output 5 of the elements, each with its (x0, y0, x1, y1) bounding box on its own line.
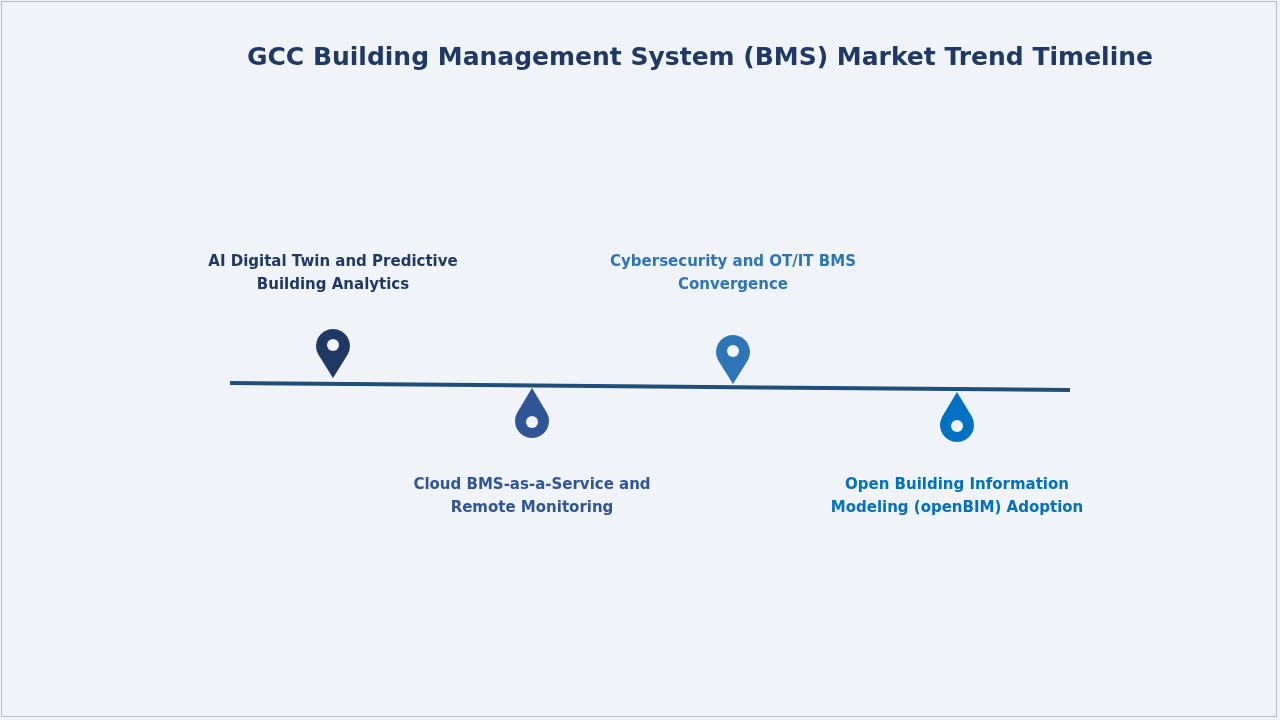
milestone-label: Cloud BMS-as-a-Service and Remote Monitoring (412, 474, 652, 518)
milestone-label: Open Building Information Modeling (openBIM) Adoption (829, 474, 1085, 518)
milestone-label: Cybersecurity and OT/IT BMS Convergence (609, 251, 857, 295)
milestone-label: AI Digital Twin and Predictive Building Analytics (207, 251, 459, 295)
title: GCC Building Management System (BMS) Market Trend Timeline (246, 42, 1154, 71)
